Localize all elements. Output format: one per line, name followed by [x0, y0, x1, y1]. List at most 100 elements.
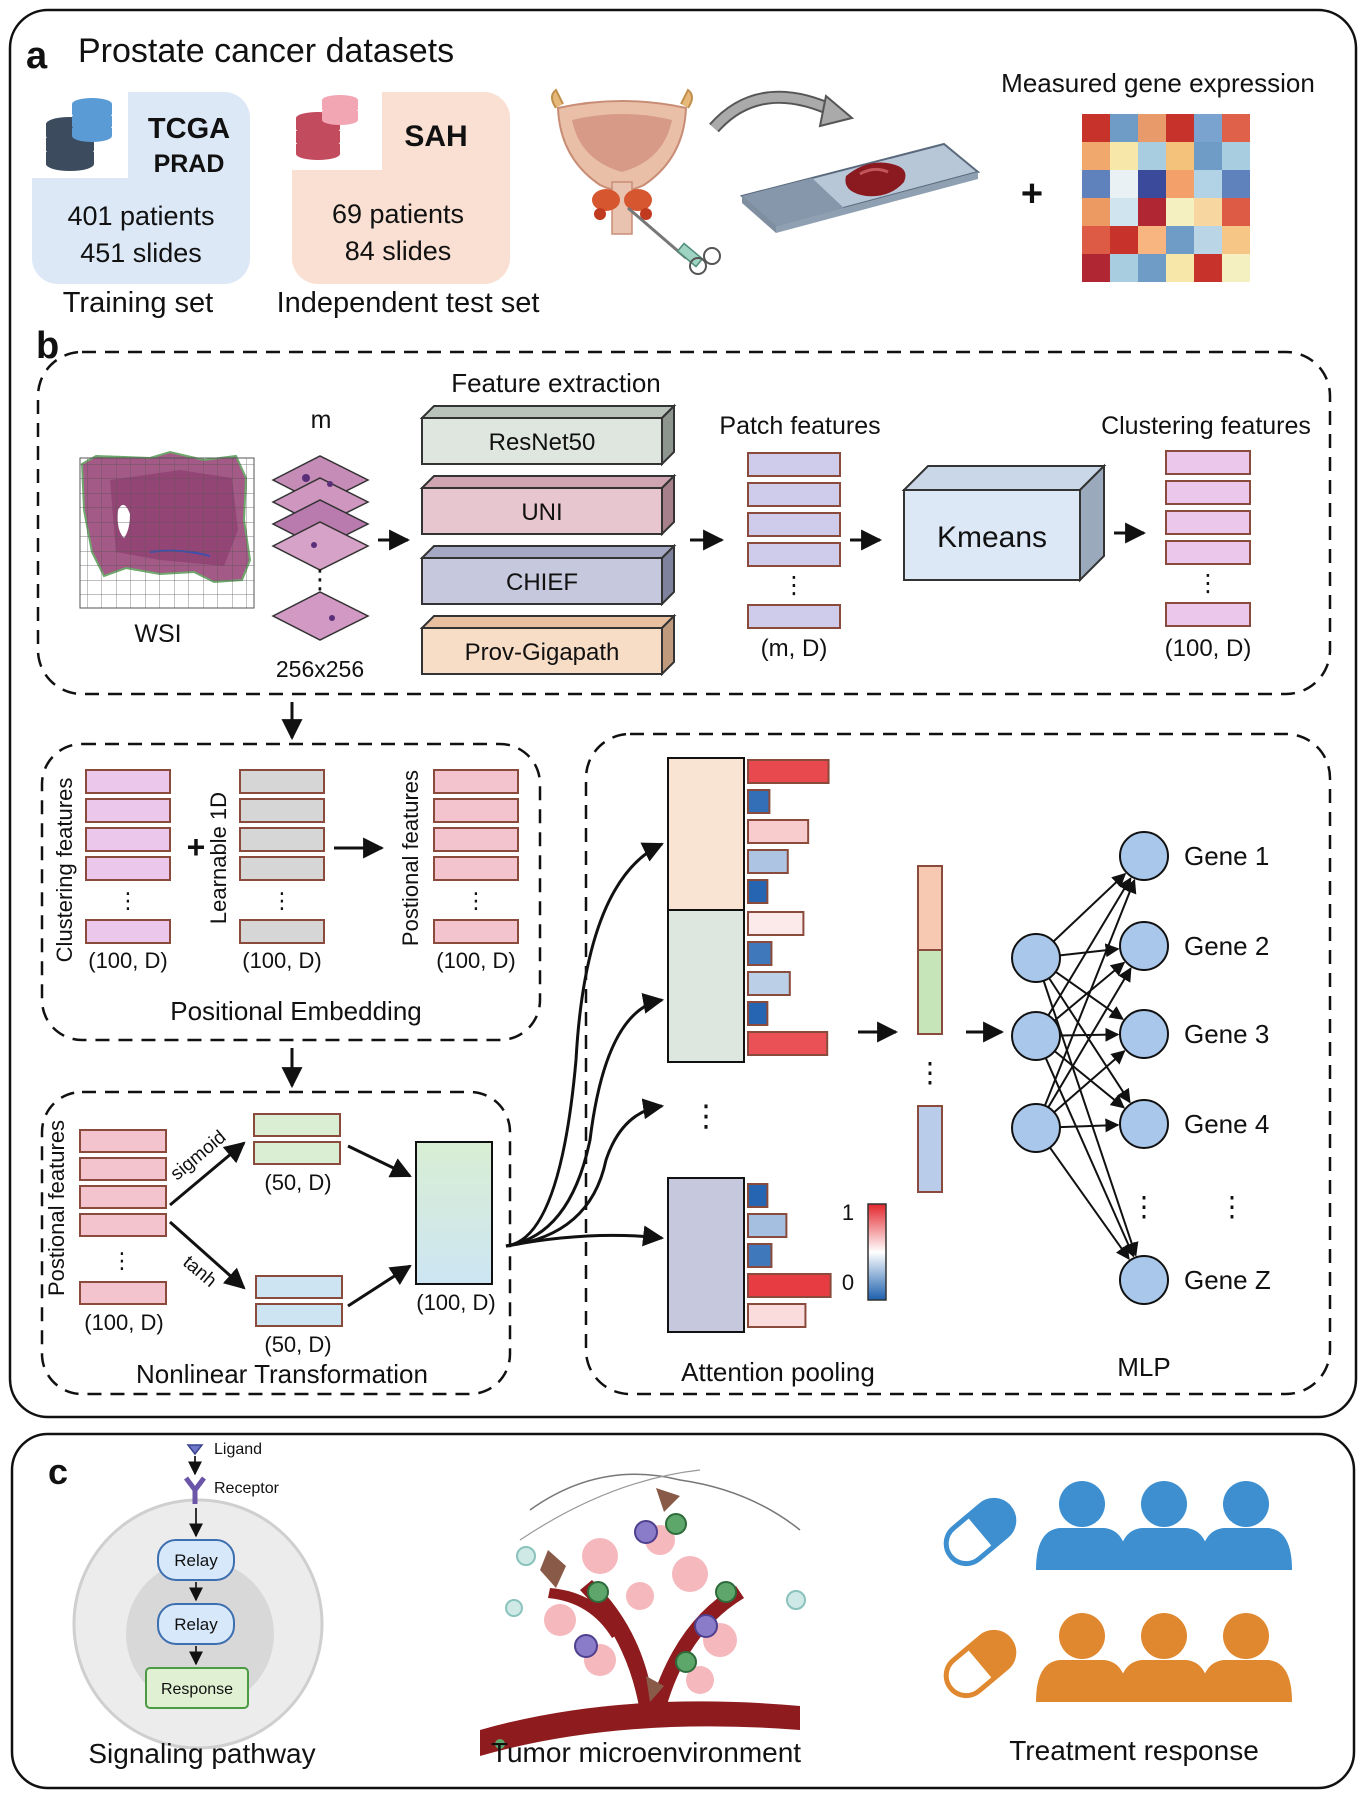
attention-weight-bar [747, 819, 810, 844]
heatmap-cell [1222, 170, 1250, 198]
heatmap-cell [1138, 114, 1166, 142]
attention-weight-bar [747, 1001, 769, 1026]
heatmap-cell [1194, 170, 1222, 198]
heatmap-cell [1166, 114, 1194, 142]
attention-weight-bars [747, 759, 832, 1328]
nt-input-bars [79, 1129, 167, 1305]
heatmap-cell [1082, 114, 1110, 142]
attention-weight-bar [747, 911, 805, 936]
pill-icon [943, 1497, 1017, 1567]
tanh-dim: (50, D) [264, 1332, 331, 1357]
heatmap-cell [1166, 142, 1194, 170]
clustering-features-title: Clustering features [1101, 412, 1311, 440]
panel-a-title: Prostate cancer datasets [78, 32, 454, 70]
positional-embedding-caption: Positional Embedding [170, 996, 422, 1026]
patch-size-label: 256x256 [276, 656, 364, 682]
attention-weight-bar [747, 759, 830, 784]
sigmoid-output-bars [253, 1113, 341, 1165]
heatmap-cell [1222, 114, 1250, 142]
attention-weight-bar [747, 1183, 769, 1208]
attention-input-arrows [505, 842, 665, 1248]
heatmap-cell [1194, 142, 1222, 170]
prostate-biopsy-illustration [551, 88, 855, 275]
patch-ellipsis: ⋮ [782, 572, 806, 599]
test-set-label: Independent test set [277, 287, 540, 319]
mlp-edge [1059, 1027, 1120, 1042]
attention-weight-bar [747, 971, 791, 996]
feature-extraction-frame [36, 350, 1332, 696]
sah-slides: 84 slides [345, 236, 452, 266]
scale-max-label: 1 [842, 1200, 854, 1225]
measured-gene-expression-label: Measured gene expression [1001, 68, 1315, 98]
kmeans-label: Kmeans [937, 521, 1047, 554]
attention-weight-bar [747, 1213, 788, 1238]
patient-group-orange [1036, 1613, 1292, 1702]
tcga-patients: 401 patients [67, 201, 214, 231]
tcga-subname: PRAD [154, 150, 225, 178]
model-resnet50: ResNet50 [419, 403, 677, 467]
mlp-edge [1048, 977, 1131, 1104]
model-uni: UNI [419, 473, 677, 537]
model-prov-gigapath: Prov-Gigapath [419, 613, 677, 677]
pe-clustering-bars [85, 769, 171, 944]
gene-label-1: Gene 1 [1184, 841, 1269, 871]
arrow [347, 1144, 412, 1178]
heatmap-cell [1110, 142, 1138, 170]
gated-output-dim: (100, D) [416, 1290, 495, 1315]
gene-label-z: Gene Z [1184, 1265, 1271, 1295]
pe-ellipsis: ⋮ [117, 888, 139, 913]
positional-embedding-frame [40, 742, 542, 1042]
patient-group-blue [1036, 1481, 1292, 1570]
heatmap-cell [1138, 142, 1166, 170]
pe-plus: + [187, 829, 206, 865]
mlp-edge [1047, 967, 1132, 1108]
model-chief: CHIEF [419, 543, 677, 607]
sah-card: SAH 69 patients 84 slides [292, 92, 510, 284]
pe-positional-bars [433, 769, 519, 944]
sigmoid-dim: (50, D) [264, 1170, 331, 1195]
heatmap-cell [1194, 114, 1222, 142]
tanh-label: tanh [179, 1252, 221, 1292]
heatmap-cell [1222, 142, 1250, 170]
svg-text:Prov-Gigapath: Prov-Gigapath [465, 639, 620, 666]
patch-features-title: Patch features [719, 412, 880, 440]
scale-min-label: 0 [842, 1270, 854, 1295]
attention-pooling-caption: Attention pooling [681, 1357, 875, 1387]
attention-mlp-frame [584, 732, 1332, 1396]
arrow [169, 1220, 246, 1290]
signaling-pathway-illustration [72, 1444, 324, 1750]
nonlinear-transformation-frame [40, 1090, 512, 1396]
wsi-label: WSI [134, 620, 181, 648]
heatmap-cell [1166, 226, 1194, 254]
sah-patients: 69 patients [332, 199, 464, 229]
panel-c-letter: c [48, 1451, 68, 1492]
mlp-edge [1059, 1118, 1120, 1133]
mlp-edge [1053, 1050, 1125, 1109]
attention-weight-bar [747, 879, 769, 904]
gene-label-2: Gene 2 [1184, 931, 1269, 961]
heatmap-cell [1222, 198, 1250, 226]
mlp-edge [1053, 1050, 1126, 1113]
arrow [169, 1141, 246, 1207]
pe-positional-label: Postional features [398, 770, 423, 946]
gene-label-4: Gene 4 [1184, 1109, 1269, 1139]
mlp-edge [1047, 877, 1132, 1016]
clustering-features-dim: (100, D) [1165, 635, 1252, 662]
database-icon [296, 95, 358, 160]
heatmap-cell [1166, 254, 1194, 282]
nt-positional-label: Postional features [44, 1120, 69, 1296]
svg-text:ResNet50: ResNet50 [489, 429, 596, 456]
clustering-feature-bars [1165, 450, 1251, 627]
attention-weight-bar [747, 1303, 807, 1328]
heatmap-cell [1082, 226, 1110, 254]
tcga-card: TCGA PRAD 401 patients 451 slides [32, 92, 250, 284]
pe-positional-dim: (100, D) [436, 948, 515, 973]
mlp-caption: MLP [1117, 1352, 1170, 1382]
mlp-edge [1052, 872, 1127, 943]
panel-ab-frame [8, 8, 1358, 1419]
mlp-connections [1042, 872, 1139, 1260]
database-icon [46, 98, 112, 171]
pe-ellipsis: ⋮ [465, 888, 487, 913]
heatmap-cell [1194, 226, 1222, 254]
